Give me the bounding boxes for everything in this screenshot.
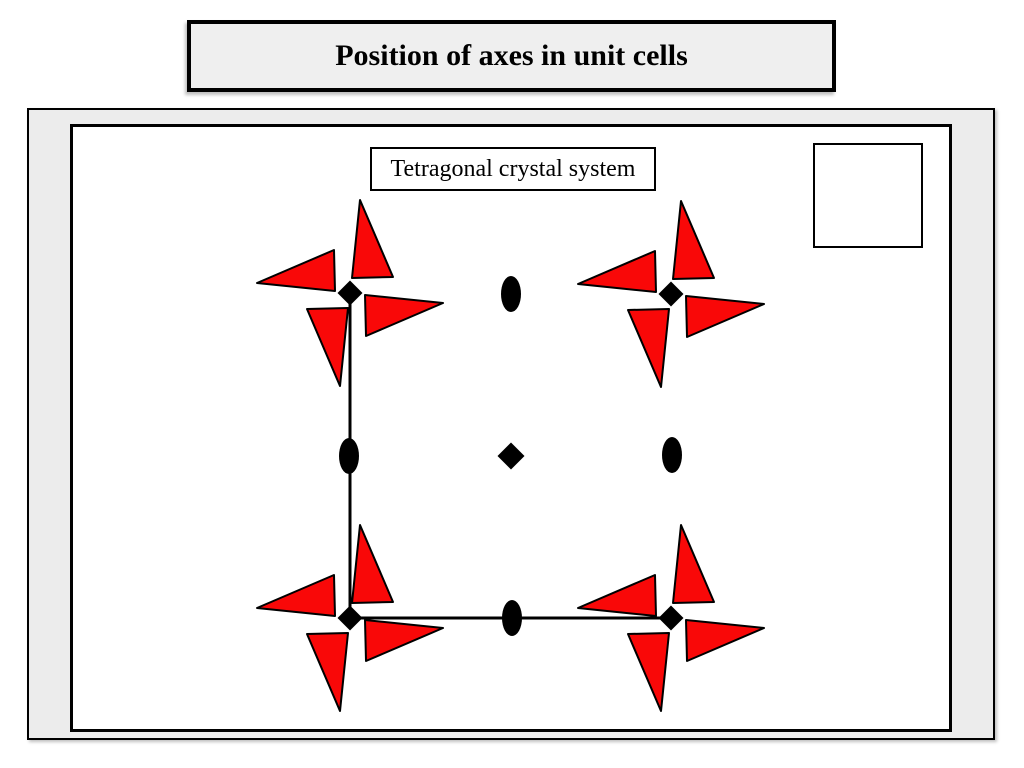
pinwheel-bottom-left — [256, 524, 444, 712]
axis-blade-triangle-icon — [672, 524, 715, 604]
twofold-axis-bottom-edge-icon — [502, 600, 522, 636]
axis-blade-triangle-icon — [627, 308, 670, 388]
fourfold-axis-corner-icon — [658, 605, 684, 631]
axis-blade-triangle-icon — [685, 295, 765, 338]
axis-blade-triangle-icon — [685, 619, 765, 662]
axis-blade-triangle-icon — [364, 294, 444, 337]
legend-box — [813, 143, 923, 248]
axis-blade-triangle-icon — [672, 200, 715, 280]
axis-blade-triangle-icon — [256, 249, 336, 292]
pinwheel-bottom-right — [577, 524, 765, 712]
axis-blade-triangle-icon — [306, 632, 349, 712]
axis-blade-triangle-icon — [627, 632, 670, 712]
twofold-axis-right-edge-icon — [662, 437, 682, 473]
axis-blade-triangle-icon — [364, 619, 444, 662]
twofold-axis-top-edge-icon — [501, 276, 521, 312]
slide-title: Position of axes in unit cells — [335, 39, 688, 72]
twofold-axis-left-edge-icon — [339, 438, 359, 474]
pinwheel-top-right — [577, 200, 765, 388]
fourfold-axis-center-icon — [497, 442, 525, 470]
axis-blade-triangle-icon — [256, 574, 336, 617]
fourfold-axis-corner-icon — [658, 281, 684, 307]
crystal-system-label: Tetragonal crystal system — [390, 155, 636, 182]
pinwheel-top-left — [256, 199, 444, 387]
fourfold-axis-corner-icon — [337, 605, 363, 631]
axis-blade-triangle-icon — [577, 250, 657, 293]
slide-title-box: Position of axes in unit cells — [187, 20, 836, 92]
axis-blade-triangle-icon — [306, 307, 349, 387]
axis-blade-triangle-icon — [577, 574, 657, 617]
crystal-system-label-box: Tetragonal crystal system — [370, 147, 656, 191]
fourfold-axis-corner-icon — [337, 280, 363, 306]
axis-blade-triangle-icon — [351, 524, 394, 604]
axis-blade-triangle-icon — [351, 199, 394, 279]
